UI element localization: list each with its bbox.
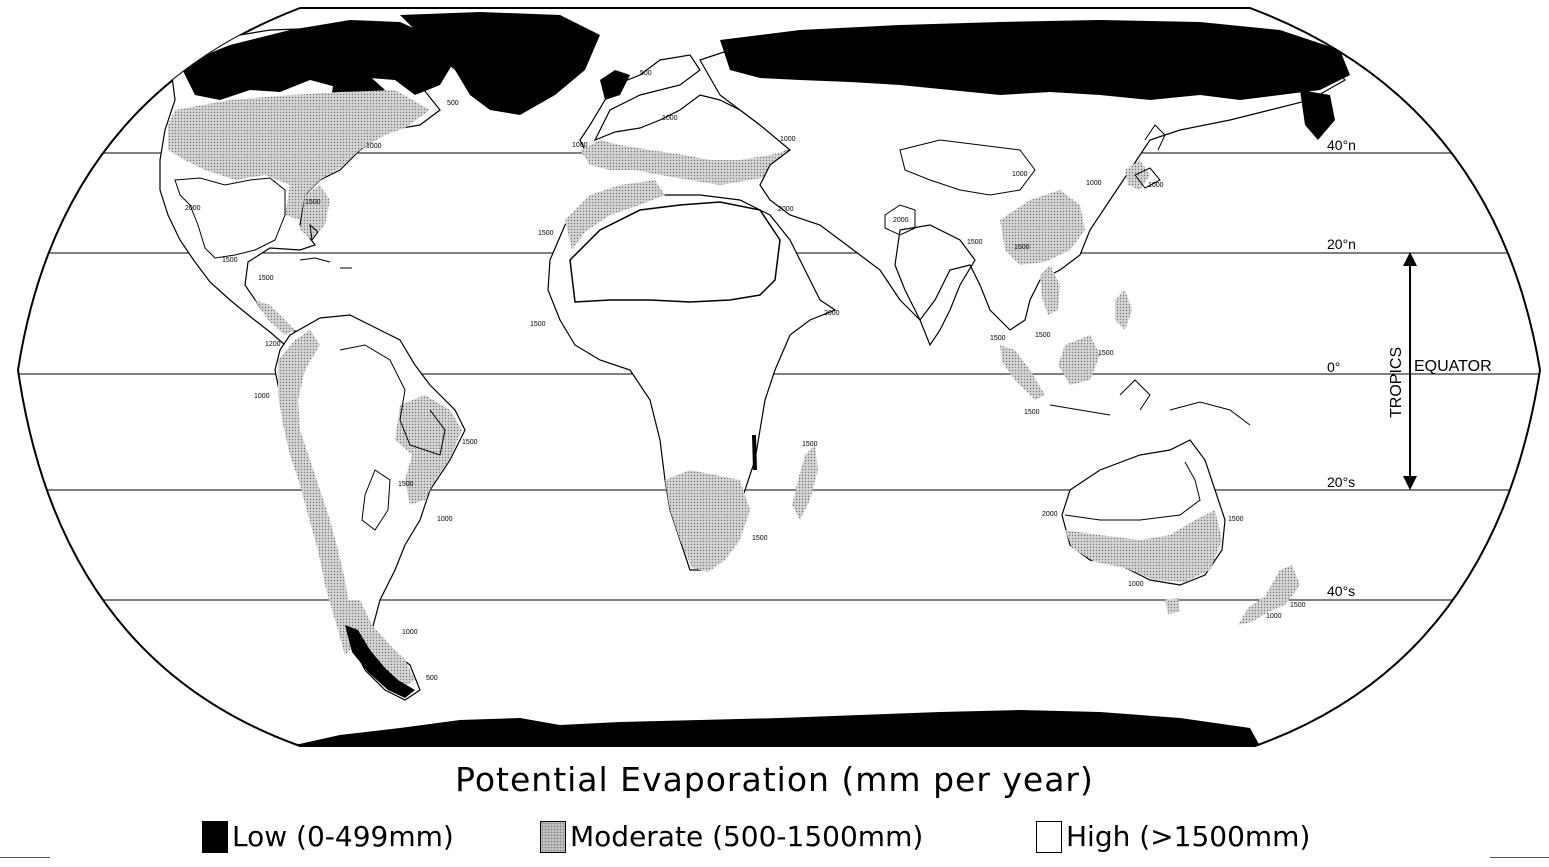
na-contour-2000 [174,177,286,259]
europe-moderate [580,140,800,185]
contour-label: 1500 [258,275,274,282]
central-asia-contour [899,139,1036,196]
contour-label: 1000 [1086,180,1102,187]
contour-label: 1500 [990,335,1006,342]
lat-label-equator: 0° [1327,359,1340,375]
corner-mark-right [1490,857,1549,858]
lat-label-40n: 40°n [1327,137,1356,153]
lat-label-20s: 20°s [1327,474,1355,490]
europe-iceland [524,74,556,93]
contour-label: 500 [447,100,459,107]
map-title: Potential Evaporation (mm per year) [455,760,1094,799]
antarctica-low [295,710,1260,746]
north-america-moderate [168,90,430,220]
contour-label: 1000 [254,393,270,400]
contour-label: 1000 [402,629,418,636]
contour-label: 2000 [893,217,909,224]
greenland-low [400,12,600,115]
tropics-arrow [1403,252,1417,490]
contour-label: 1500 [1098,350,1114,357]
contour-label: 500 [640,70,652,77]
contour-label: 2000 [185,205,201,212]
lake-malawi [752,435,757,470]
new-zealand-moderate [1238,565,1300,625]
contour-label: 1000 [437,516,453,523]
legend: Low (0-499mm) Moderate (500-1500mm) High… [0,820,1549,860]
contour-label: 1500 [1024,409,1040,416]
world-map: 40°n 20°n 0° 20°s 40°s EQUATOR TROPICS 5… [16,7,1542,747]
contour-label: 2000 [1042,511,1058,518]
equator-label: EQUATOR [1414,358,1492,375]
legend-label-moderate: Moderate (500-1500mm) [570,820,924,853]
south-america-west-moderate [278,330,360,655]
contour-label: 1500 [967,239,983,246]
contour-label: 1000 [662,115,678,122]
legend-swatch-moderate [540,820,566,853]
patagonia-moderate [345,600,415,690]
africa-south-moderate [665,470,750,572]
contour-label: 1500 [398,481,414,488]
legend-item-high: High (>1500mm) [1036,820,1310,853]
contour-label: 1000 [1266,613,1282,620]
china-moderate [1000,190,1085,265]
central-america-moderate [255,300,295,335]
contour-label: 1500 [530,321,546,328]
contour-label: 1000 [366,143,382,150]
borneo [1058,335,1100,385]
contour-label: 1000 [1148,182,1164,189]
africa-sahara-contour [569,201,781,303]
australia-moderate [1065,510,1222,582]
siberia-low [720,20,1350,100]
south-america-east-moderate [395,395,462,505]
contour-label: 1500 [752,535,768,542]
contour-label: 1500 [305,199,321,206]
southeast-asia-moderate [1040,265,1060,315]
contour-label: 1500 [538,230,554,237]
contour-label: 1500 [1290,602,1306,609]
sa-contour-1500 [339,344,446,531]
legend-label-low: Low (0-499mm) [232,820,454,853]
sumatra [1000,345,1045,400]
legend-swatch-high [1036,820,1062,853]
legend-item-moderate: Moderate (500-1500mm) [540,820,923,853]
australia-contour-1500 [1064,461,1201,521]
contour-label: 2000 [778,206,794,213]
legend-swatch-low [202,820,228,853]
us-southeast-moderate [300,185,330,240]
india-outline [894,224,976,347]
contour-label: 1000 [780,136,796,143]
patagonia-low [345,625,415,698]
contour-label: 2000 [824,310,840,317]
contour-label: 1500 [802,441,818,448]
africa-outline [547,189,837,571]
legend-label-high: High (>1500mm) [1066,820,1311,853]
contour-label: 1000 [1128,581,1144,588]
north-america-arctic-low [180,20,455,100]
caribbean-islands [299,223,352,269]
india-contour-2000 [884,204,916,236]
africa-north-moderate [565,180,665,250]
contour-label: 1500 [1035,332,1051,339]
indonesia-islands [1049,379,1251,426]
contour-label: 1500 [462,439,478,446]
contour-label: 1500 [1228,516,1244,523]
kamchatka-low [1300,90,1335,140]
philippines [1115,290,1132,330]
madagascar-moderate [792,445,818,520]
japan-islands [1134,124,1166,189]
contour-label: 1200 [265,341,281,348]
contour-label: 1500 [1014,244,1030,251]
scandinavia-low [600,70,630,100]
contour-label: 1000 [1012,171,1028,178]
contour-label: 1500 [222,257,238,264]
contour-label: 1000 [572,142,588,149]
tasmania-moderate [1165,598,1180,614]
lat-label-20n: 20°n [1327,236,1356,252]
lat-label-40s: 40°s [1327,583,1355,599]
contour-label: 500 [426,675,438,682]
tropics-label: TROPICS [1388,347,1405,418]
japan-moderate [1125,160,1150,190]
corner-mark-left [0,857,50,858]
legend-item-low: Low (0-499mm) [202,820,454,853]
